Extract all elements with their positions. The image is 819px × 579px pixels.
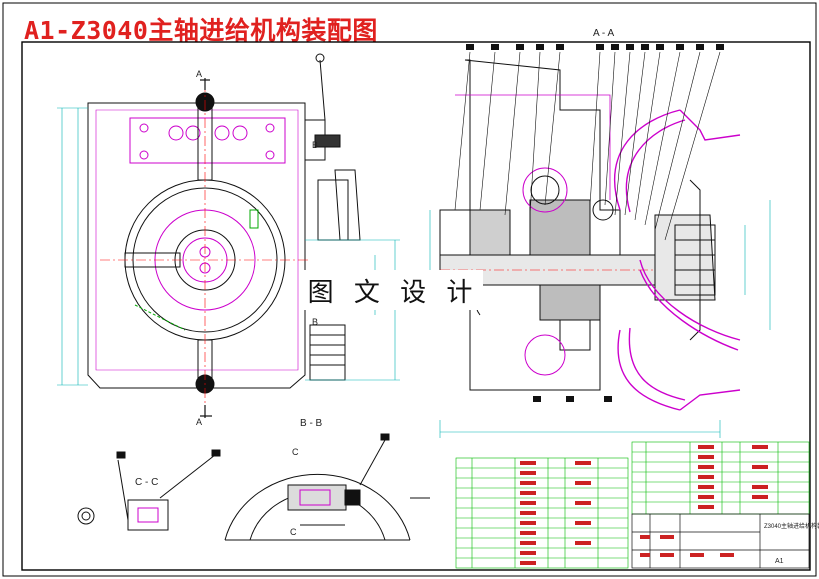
table-value-marks — [520, 445, 768, 565]
dimensions-front — [57, 107, 400, 386]
section-bb-view — [224, 433, 430, 541]
section-bb-label: B - B — [300, 418, 323, 429]
part-leaders — [454, 51, 721, 241]
title-block-sheet-size: A1 — [775, 558, 784, 565]
section-aa-label: A - A — [593, 28, 614, 39]
section-cc-label: C - C — [135, 477, 158, 488]
spring-detail — [134, 209, 259, 331]
parts-list-left — [455, 457, 629, 569]
marker-a-bottom: A — [196, 417, 202, 427]
front-view — [87, 53, 361, 394]
title-block-drawing-name: Z3040主轴进给机构装配图 — [764, 522, 819, 530]
section-aa-view — [439, 59, 716, 391]
drawing-title: A1-Z3040主轴进给机构装配图 — [24, 16, 378, 45]
marker-a-top: A — [196, 69, 202, 79]
marker-c-top: C — [292, 447, 299, 457]
section-cc-view — [77, 449, 221, 531]
watermark-label: 图 文 设 计 — [303, 270, 483, 310]
parts-list-right — [631, 441, 810, 515]
marker-b-top: B — [312, 140, 318, 150]
marker-c-bottom: C — [290, 527, 297, 537]
drawing-frame — [21, 41, 811, 571]
section-marker-a — [200, 78, 212, 418]
marker-b-bottom: B — [312, 317, 318, 327]
title-block — [631, 513, 810, 569]
part-balloons — [466, 44, 724, 402]
handle-arms — [614, 109, 741, 411]
centerlines-front — [100, 82, 310, 410]
